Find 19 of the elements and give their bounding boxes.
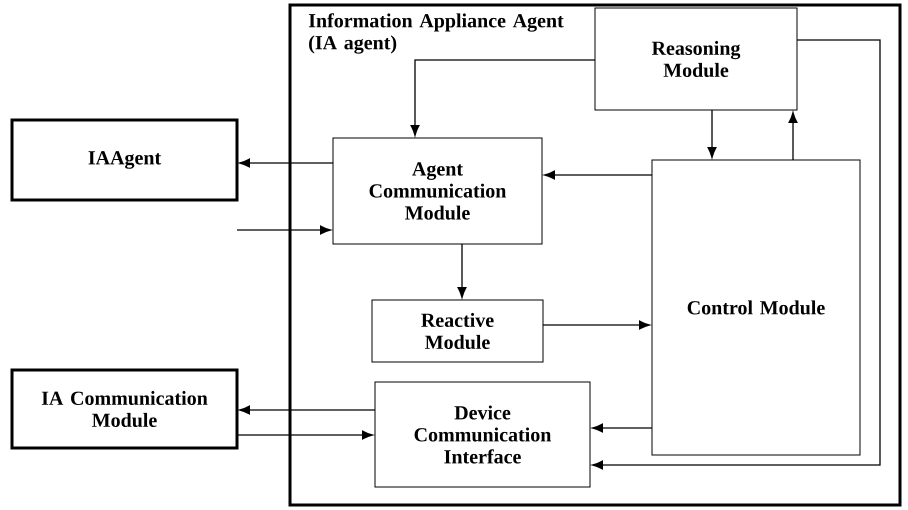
- module-box: Device Communication Interface: [374, 382, 590, 488]
- arrow: [708, 110, 716, 158]
- arrow: [543, 320, 650, 330]
- arrow: [237, 225, 332, 234]
- arrow: [788, 112, 798, 160]
- arrow: [544, 170, 652, 180]
- arrow: [592, 39, 881, 470]
- module-box: IAAgent: [10, 118, 238, 202]
- arrow: [458, 244, 466, 298]
- arrow: [237, 430, 374, 440]
- arrow: [238, 406, 375, 414]
- module-box: Control Module: [652, 160, 860, 456]
- arrow: [238, 158, 333, 168]
- module-box: Reasoning Module: [594, 8, 798, 110]
- arrow: [592, 424, 652, 432]
- module-box: IA Communication Module: [10, 368, 238, 450]
- module-box: Reactive Module: [372, 300, 544, 362]
- module-box: Agent Communication Module: [332, 138, 542, 244]
- arrow: [410, 59, 595, 136]
